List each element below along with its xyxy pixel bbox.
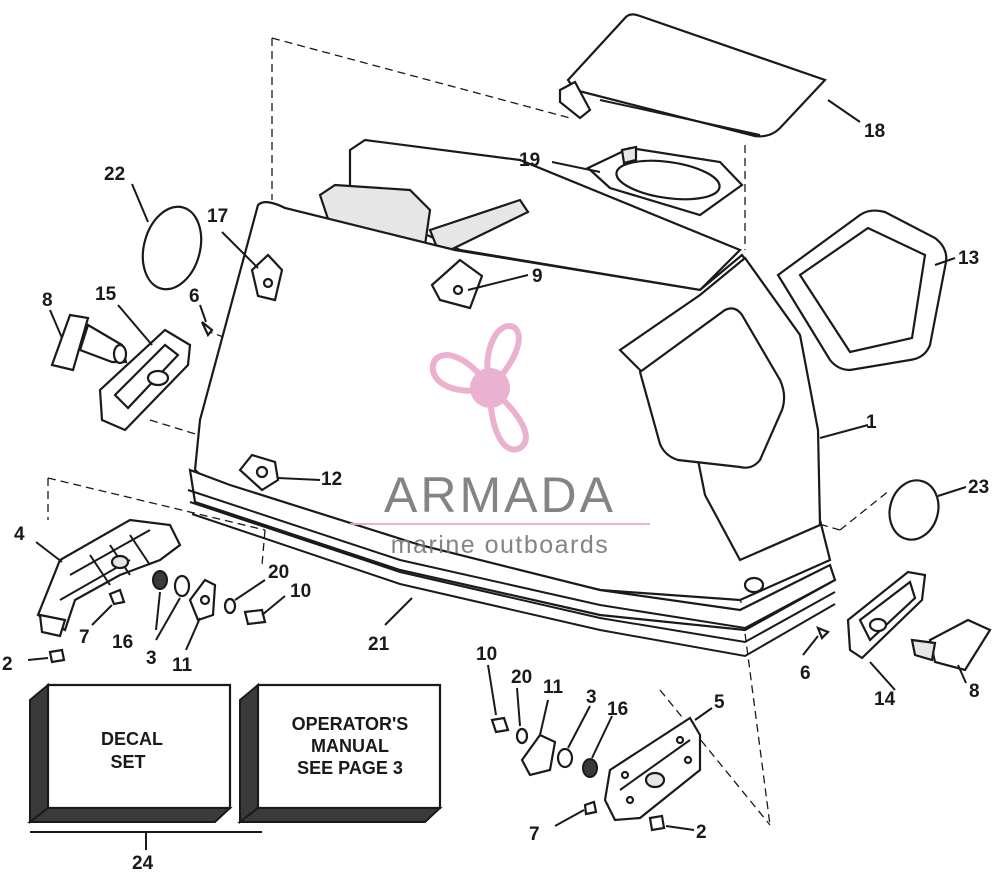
- callout-24: 24: [132, 853, 154, 874]
- callout-22: 22: [104, 164, 125, 185]
- callout-7-right: 7: [529, 824, 540, 845]
- operators-manual-box: OPERATOR'S MANUAL SEE PAGE 3: [237, 682, 443, 825]
- callout-18: 18: [864, 121, 885, 142]
- rear-latch-handle: [50, 313, 128, 372]
- callout-8-right: 8: [969, 681, 980, 702]
- right-mount-bracket: [603, 716, 702, 822]
- grommets: [141, 205, 940, 541]
- callout-19: 19: [519, 150, 540, 171]
- callout-14: 14: [874, 689, 896, 710]
- manual-box-line2: MANUAL: [311, 736, 389, 756]
- callout-3-left: 3: [146, 648, 157, 669]
- callout-2-left: 2: [2, 654, 13, 675]
- callout-21: 21: [368, 634, 390, 655]
- small-hardware: [201, 253, 830, 640]
- watermark-subtitle: marine outboards: [391, 531, 610, 559]
- callout-10-right: 10: [476, 644, 497, 665]
- callout-6-right: 6: [800, 663, 811, 684]
- watermark-title: ARMADA: [384, 467, 616, 523]
- manual-box-line1: OPERATOR'S: [292, 714, 409, 734]
- top-hatch-cover: [558, 13, 827, 138]
- callout-4: 4: [14, 524, 25, 545]
- side-vent-panel: [776, 209, 948, 372]
- callout-8-left: 8: [42, 290, 53, 311]
- front-latch-handle: [910, 618, 992, 672]
- callout-9: 9: [532, 266, 543, 287]
- callout-17: 17: [207, 206, 228, 227]
- decal-box-line1: DECAL: [101, 729, 163, 749]
- left-mount-bracket: [36, 518, 182, 638]
- propeller-logo: [430, 323, 529, 453]
- front-latch-plate: [846, 570, 927, 660]
- left-fasteners: [48, 570, 267, 664]
- callout-16-left: 16: [112, 632, 133, 653]
- callout-labels: 1 2 2 3 3 4 5 6 6 7 7 8 8 9 10 10 11 11 …: [2, 121, 989, 874]
- callout-23: 23: [968, 477, 989, 498]
- callout-20-right: 20: [511, 667, 532, 688]
- decal-box-line2: SET: [110, 752, 145, 772]
- callout-10-left: 10: [290, 581, 311, 602]
- manual-box-line3: SEE PAGE 3: [297, 758, 403, 778]
- right-fasteners: [490, 716, 666, 832]
- callout-7-left: 7: [79, 627, 90, 648]
- callout-6-left: 6: [189, 286, 200, 307]
- decal-set-box: DECAL SET: [27, 682, 233, 825]
- callout-12: 12: [321, 469, 342, 490]
- callout-5: 5: [714, 692, 725, 713]
- rear-latch-plate: [98, 328, 192, 432]
- callout-15: 15: [95, 284, 117, 305]
- callout-1: 1: [866, 412, 877, 433]
- lower-seal: [187, 489, 836, 658]
- callout-20-left: 20: [268, 562, 289, 583]
- callout-11-right: 11: [543, 677, 564, 698]
- callout-2-right: 2: [696, 822, 707, 843]
- hatch-frame: [586, 145, 744, 217]
- leader-lines: [27, 99, 967, 850]
- callout-11-left: 11: [172, 655, 193, 676]
- callout-3-right: 3: [586, 687, 597, 708]
- callout-16-right: 16: [607, 699, 628, 720]
- armada-watermark: ARMADA marine outboards: [350, 323, 650, 559]
- callout-13: 13: [958, 248, 979, 269]
